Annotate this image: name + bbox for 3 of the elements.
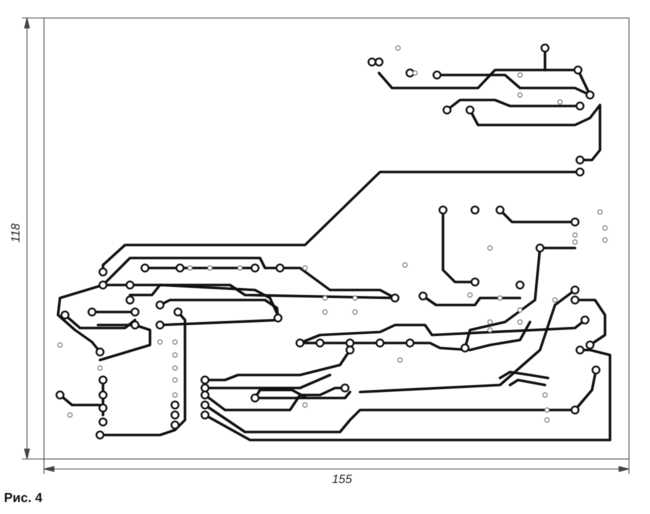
dimension-label: 155 [332,472,352,486]
dimension-label: 118 [8,223,23,243]
figure-caption: Рис. 4 [4,490,42,506]
